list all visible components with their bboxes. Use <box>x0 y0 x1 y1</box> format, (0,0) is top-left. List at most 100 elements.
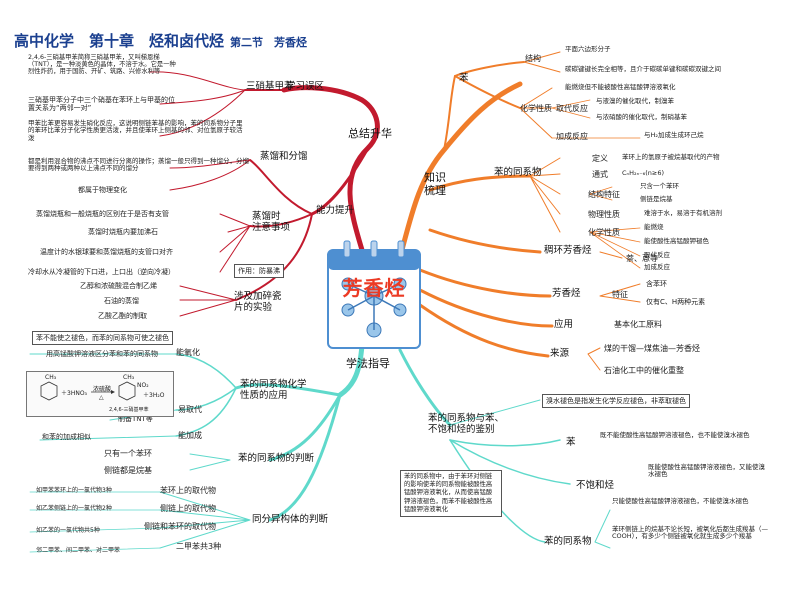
leaf-iso-2: 如乙苯侧链上的一氯代物2种 <box>36 505 112 512</box>
node-substitution: 取代反应 <box>556 104 588 113</box>
leaf-iso-4: 邻二甲苯、间二甲苯、对二甲苯 <box>36 547 121 554</box>
leaf-distillation: 都是利用混合物的沸点不同进行分离的操作；蒸馏一般只得到一种馏分，分馏要得到两种或… <box>28 157 249 173</box>
node-struct-feature: 结构特征 <box>588 190 620 199</box>
leaf-dist-homologue-2: 苯环侧链上的烷基不论长短，被氧化后都生成羧基（—COOH），有多少个侧链被氧化就… <box>612 525 768 541</box>
title-sub: 第二节 芳香烃 <box>230 36 308 49</box>
node-dist-homologue: 苯的同系物 <box>544 536 592 547</box>
leaf-feature-2: 侧链是烷基 <box>640 195 673 203</box>
leaf-physical-change: 都属于物理变化 <box>78 186 127 194</box>
leaf-judge-1: 只有一个苯环 <box>104 449 152 458</box>
leaf-tnt-desc: 2,4,6-三硝基甲苯简称三硝基甲苯，又叫梯恩梯（TNT），是一种淡黄色的晶体，… <box>28 54 176 76</box>
leaf-homo-chem-3: 取代反应 <box>644 251 670 259</box>
node-tnt: 三硝基甲苯 <box>246 81 294 92</box>
leaf-structure-1: 平面六边形分子 <box>565 45 611 53</box>
eq-no2: NO₂ <box>137 382 149 389</box>
eq-sub1: CH₃ <box>45 374 57 381</box>
node-addition: 加成反应 <box>556 132 588 141</box>
leaf-feature-1: 只含一个苯环 <box>640 182 679 190</box>
node-use: 应用 <box>554 319 574 330</box>
leaf-attention-4: 冷却水从冷凝管的下口进，上口出（逆向冷凝） <box>28 268 175 276</box>
node-dist-unsat: 不饱和烃 <box>576 480 615 491</box>
branch-knowledge: 知识梳理 <box>424 171 446 197</box>
leaf-tnt-effect: 甲苯比苯更容易发生硝化反应，这说明侧链苯基的影响，苯的同系物分子里的苯环比苯分子… <box>28 119 243 142</box>
leaf-sub-1: 与液溴的催化取代，制溴苯 <box>596 97 674 105</box>
branch-summary: 总结升华 <box>348 127 392 140</box>
eq-delta: △ <box>99 394 104 401</box>
leaf-physical: 难溶于水，易溶于有机溶剂 <box>644 209 722 217</box>
center-label: 芳香烃 <box>342 276 406 300</box>
leaf-tnt-relation: 三硝基甲苯分子中三个硝基在苯环上与甲基的位置关系为“两邻一对” <box>28 96 175 113</box>
leaf-fused: 萘、蒽等 <box>626 254 658 263</box>
leaf-homo-chem-4: 加成反应 <box>644 263 670 271</box>
eq-byproduct: ＋3H₂O <box>143 392 165 399</box>
eq-reactant: ＋3HNO₃ <box>61 390 87 397</box>
node-aromatic-feature: 特征 <box>612 290 628 299</box>
leaf-addition: 与H₂加成生成环己烷 <box>644 131 704 139</box>
node-misconceptions: 学习误区 <box>286 81 325 92</box>
leaf-dist-benzene: 既不能使酸性高锰酸钾溶液褪色，也不能使溴水褪色 <box>600 431 750 439</box>
node-fused: 稠环芳香烃 <box>544 245 592 256</box>
leaf-structure-2: 碳碳键键长完全相等，且介于碳碳单键和碳碳双键之间 <box>565 65 721 73</box>
leaf-homo-chem-1: 能燃烧 <box>644 223 664 231</box>
nitration-equation: CH₃ ＋3HNO₃ 浓硫酸 △ CH₃ NO₂ ＋3H₂O 2,4,6-三硝基… <box>26 371 174 417</box>
node-source: 来源 <box>550 348 570 359</box>
center-card: 芳香烃 <box>326 238 422 350</box>
leaf-source-1: 煤的干馏—煤焦油—芳香烃 <box>604 344 700 353</box>
leaf-experiment-3: 乙酸乙酯的制取 <box>98 312 147 320</box>
note-properties: 苯不能使之褪色，而苯的同系物可使之褪色 <box>32 331 173 346</box>
node-iso-2: 侧链上的取代物 <box>160 504 216 513</box>
leaf-iso-3: 如乙苯的一氯代物共5种 <box>36 527 100 534</box>
leaf-addition-like: 和苯的加成相似 <box>42 433 91 441</box>
node-physical: 物理性质 <box>588 210 620 219</box>
node-easy-sub: 易取代 <box>178 405 202 414</box>
leaf-definition: 苯环上的氢原子被烷基取代的产物 <box>622 153 720 161</box>
note-explain: 苯的同系物中，由于苯环对侧链的影响使苯的同系物能被酸性高锰酸钾溶液氧化，从而使高… <box>400 470 502 517</box>
leaf-dist-homologue-1: 只能使酸性高锰酸钾溶液褪色，不能使溴水褪色 <box>612 497 749 505</box>
node-iso-4: 二甲苯共3种 <box>176 542 222 551</box>
node-can-add: 能加成 <box>178 431 202 440</box>
node-formula: 通式 <box>592 170 608 179</box>
node-benzene: 苯 <box>459 73 469 84</box>
tag-prevent-bumping: 作用：防暴沸 <box>234 264 284 279</box>
node-homologues: 苯的同系物 <box>494 167 542 178</box>
node-attention: 蒸馏时注意事项 <box>252 211 291 233</box>
node-experiment: 涉及加碎瓷片的实验 <box>234 291 282 313</box>
leaf-aromatic-2: 仅有C、H两种元素 <box>646 298 706 306</box>
node-structure: 结构 <box>525 54 541 63</box>
leaf-attention-3: 温度计的水银球要和蒸馏烧瓶的支管口对齐 <box>40 248 173 256</box>
node-skills: 能力提升 <box>316 205 355 216</box>
leaf-experiment-2: 石油的蒸馏 <box>104 297 139 305</box>
node-judge: 苯的同系物的判断 <box>238 453 315 464</box>
leaf-dist-unsat: 既能使酸性高锰酸钾溶液褪色，又能使溴水褪色 <box>648 463 765 479</box>
benzene-ring-icon <box>40 381 136 401</box>
node-iso-1: 苯环上的取代物 <box>160 486 216 495</box>
node-iso-3: 侧链和苯环的取代物 <box>144 522 216 531</box>
branch-method: 学法指导 <box>346 357 390 370</box>
leaf-aromatic-1: 含苯环 <box>646 280 667 288</box>
node-distillation: 蒸馏和分馏 <box>260 151 308 162</box>
node-distinguish: 苯的同系物与苯、不饱和烃的鉴别 <box>428 413 505 435</box>
leaf-oxidation-use: 用高锰酸钾溶液区分苯和苯的同系物 <box>46 350 158 358</box>
eq-condition: 浓硫酸 <box>93 386 112 393</box>
note-bromine: 溴水褪色是指发生化学反应褪色，非萃取褪色 <box>542 394 690 409</box>
node-aromatic: 芳香烃 <box>552 288 581 299</box>
node-homo-chem: 化学性质 <box>588 228 620 237</box>
leaf-attention-2: 蒸馏时烧瓶内要加沸石 <box>88 228 158 236</box>
page-title: 高中化学 第十章 烃和卤代烃第二节 芳香烃 <box>14 32 308 50</box>
leaf-judge-2: 侧链都是烷基 <box>104 466 152 475</box>
leaf-attention-1: 蒸馏烧瓶和一般烧瓶的区别在于是否有支管 <box>36 210 169 218</box>
leaf-tnt-prep: 制备TNT等 <box>118 415 153 423</box>
eq-product-name: 2,4,6-三硝基甲苯 <box>109 407 149 413</box>
leaf-experiment-1: 乙醇和浓硫酸混合制乙烯 <box>80 282 157 290</box>
node-chem: 化学性质 <box>520 104 552 113</box>
node-properties: 苯的同系物化学性质的应用 <box>240 379 307 401</box>
leaf-formula: CₙH₂ₙ₋₆(n≥6) <box>622 169 665 177</box>
node-definition: 定义 <box>592 154 608 163</box>
eq-sub2: CH₃ <box>123 374 135 381</box>
leaf-source-2: 石油化工中的催化重整 <box>604 366 684 375</box>
node-dist-benzene: 苯 <box>566 437 576 448</box>
node-oxidation: 能氧化 <box>176 348 200 357</box>
leaf-sub-2: 与浓硝酸的催化取代，制硝基苯 <box>596 113 687 121</box>
